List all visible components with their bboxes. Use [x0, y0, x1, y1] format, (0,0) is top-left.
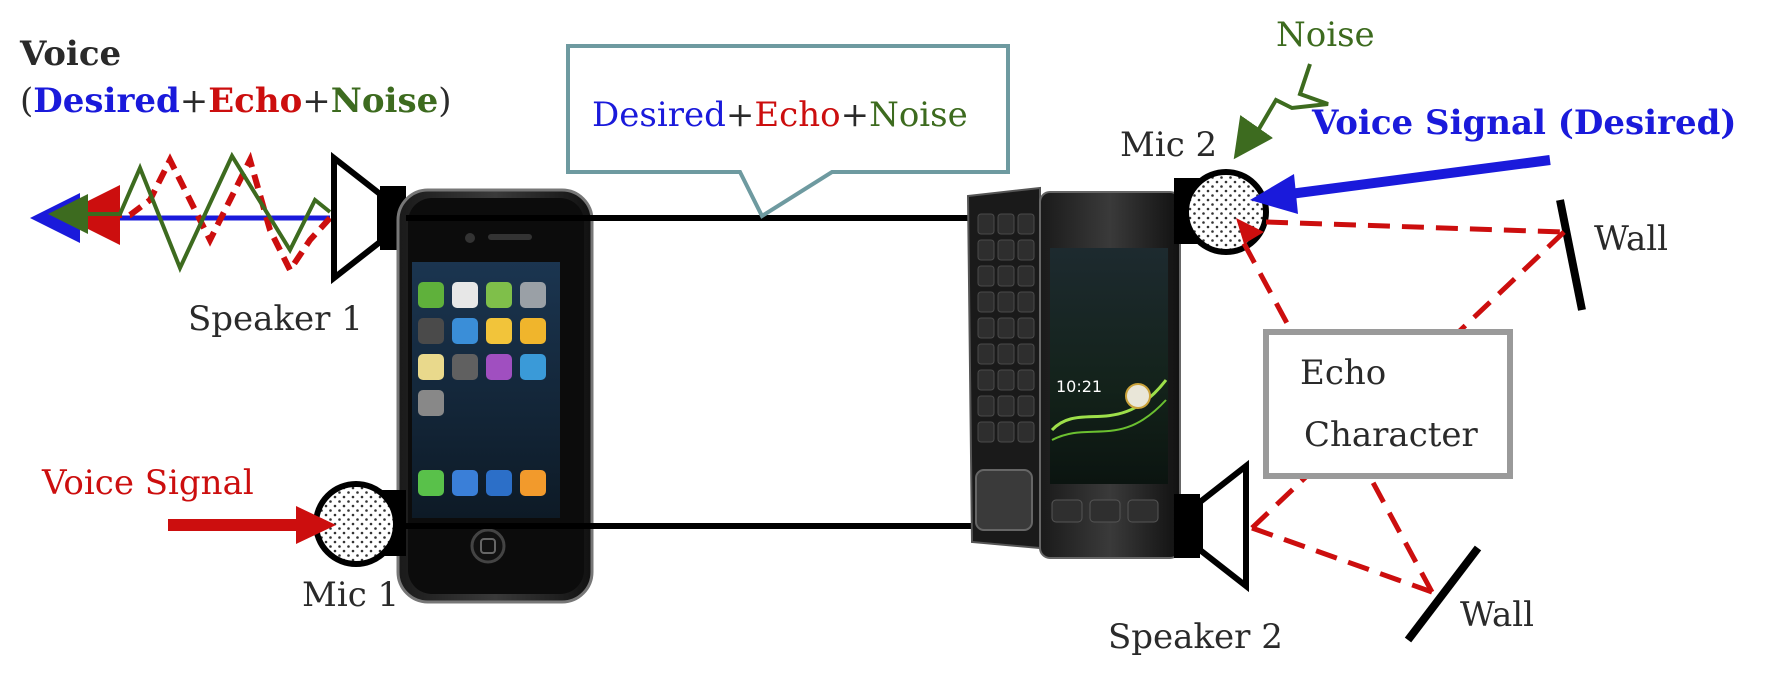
speaker-2-label: Speaker 2	[1108, 617, 1283, 657]
callout-plus-1: +	[726, 95, 755, 135]
noise-label: Noise	[1276, 15, 1375, 55]
speaker-1-icon	[331, 151, 406, 285]
voice-composition: (Desired+Echo+Noise)	[20, 81, 452, 121]
voice-signal-left-arrow	[168, 506, 336, 544]
echo-box-line-1: Echo	[1300, 353, 1386, 393]
voice-noise: Noise	[331, 81, 438, 121]
callout-desired: Desired	[592, 95, 726, 135]
voice-plus-2: +	[302, 81, 331, 121]
app-icons	[418, 282, 546, 496]
callout-plus-2: +	[841, 95, 870, 135]
voice-signal-left-label: Voice Signal	[41, 463, 254, 503]
outgoing-mixed-signal	[30, 151, 333, 276]
speaker-1-label: Speaker 1	[188, 299, 363, 339]
echo-arrowhead	[1236, 218, 1264, 244]
right-phone-image: 10:21	[966, 186, 1181, 559]
speaker-2-icon	[1174, 459, 1249, 593]
wall-bottom	[1404, 545, 1482, 643]
wall-top	[1556, 199, 1586, 311]
wall-bottom-label: Wall	[1460, 595, 1534, 635]
mic-2-label: Mic 2	[1120, 125, 1217, 165]
echo-box-line-2: Character	[1304, 415, 1479, 455]
noise-arrow	[1233, 115, 1274, 160]
callout-noise: Noise	[869, 95, 968, 135]
mic-1-label: Mic 1	[302, 575, 399, 615]
mic-1-icon	[313, 481, 406, 567]
echo-character-box	[1263, 329, 1513, 479]
voice-desired: Desired	[33, 81, 180, 121]
voice-signal-desired-arrow	[1250, 155, 1551, 214]
voice-echo: Echo	[208, 81, 302, 121]
left-phone-image	[396, 188, 594, 604]
voice-title: Voice	[19, 34, 121, 74]
keyboard-keys	[977, 213, 1035, 443]
voice-signal-desired-label: Voice Signal (Desired)	[1311, 103, 1736, 143]
wall-top-label: Wall	[1594, 219, 1668, 259]
mic-2-icon	[1174, 169, 1269, 255]
voice-plus-1: +	[180, 81, 209, 121]
callout-bubble	[566, 44, 1010, 219]
voice-close-paren: )	[438, 81, 451, 121]
voice-open-paren: (	[20, 81, 33, 121]
callout-text: Desired+Echo+Noise	[592, 95, 968, 135]
callout-echo: Echo	[754, 95, 840, 135]
right-phone-clock: 10:21	[1056, 377, 1102, 396]
